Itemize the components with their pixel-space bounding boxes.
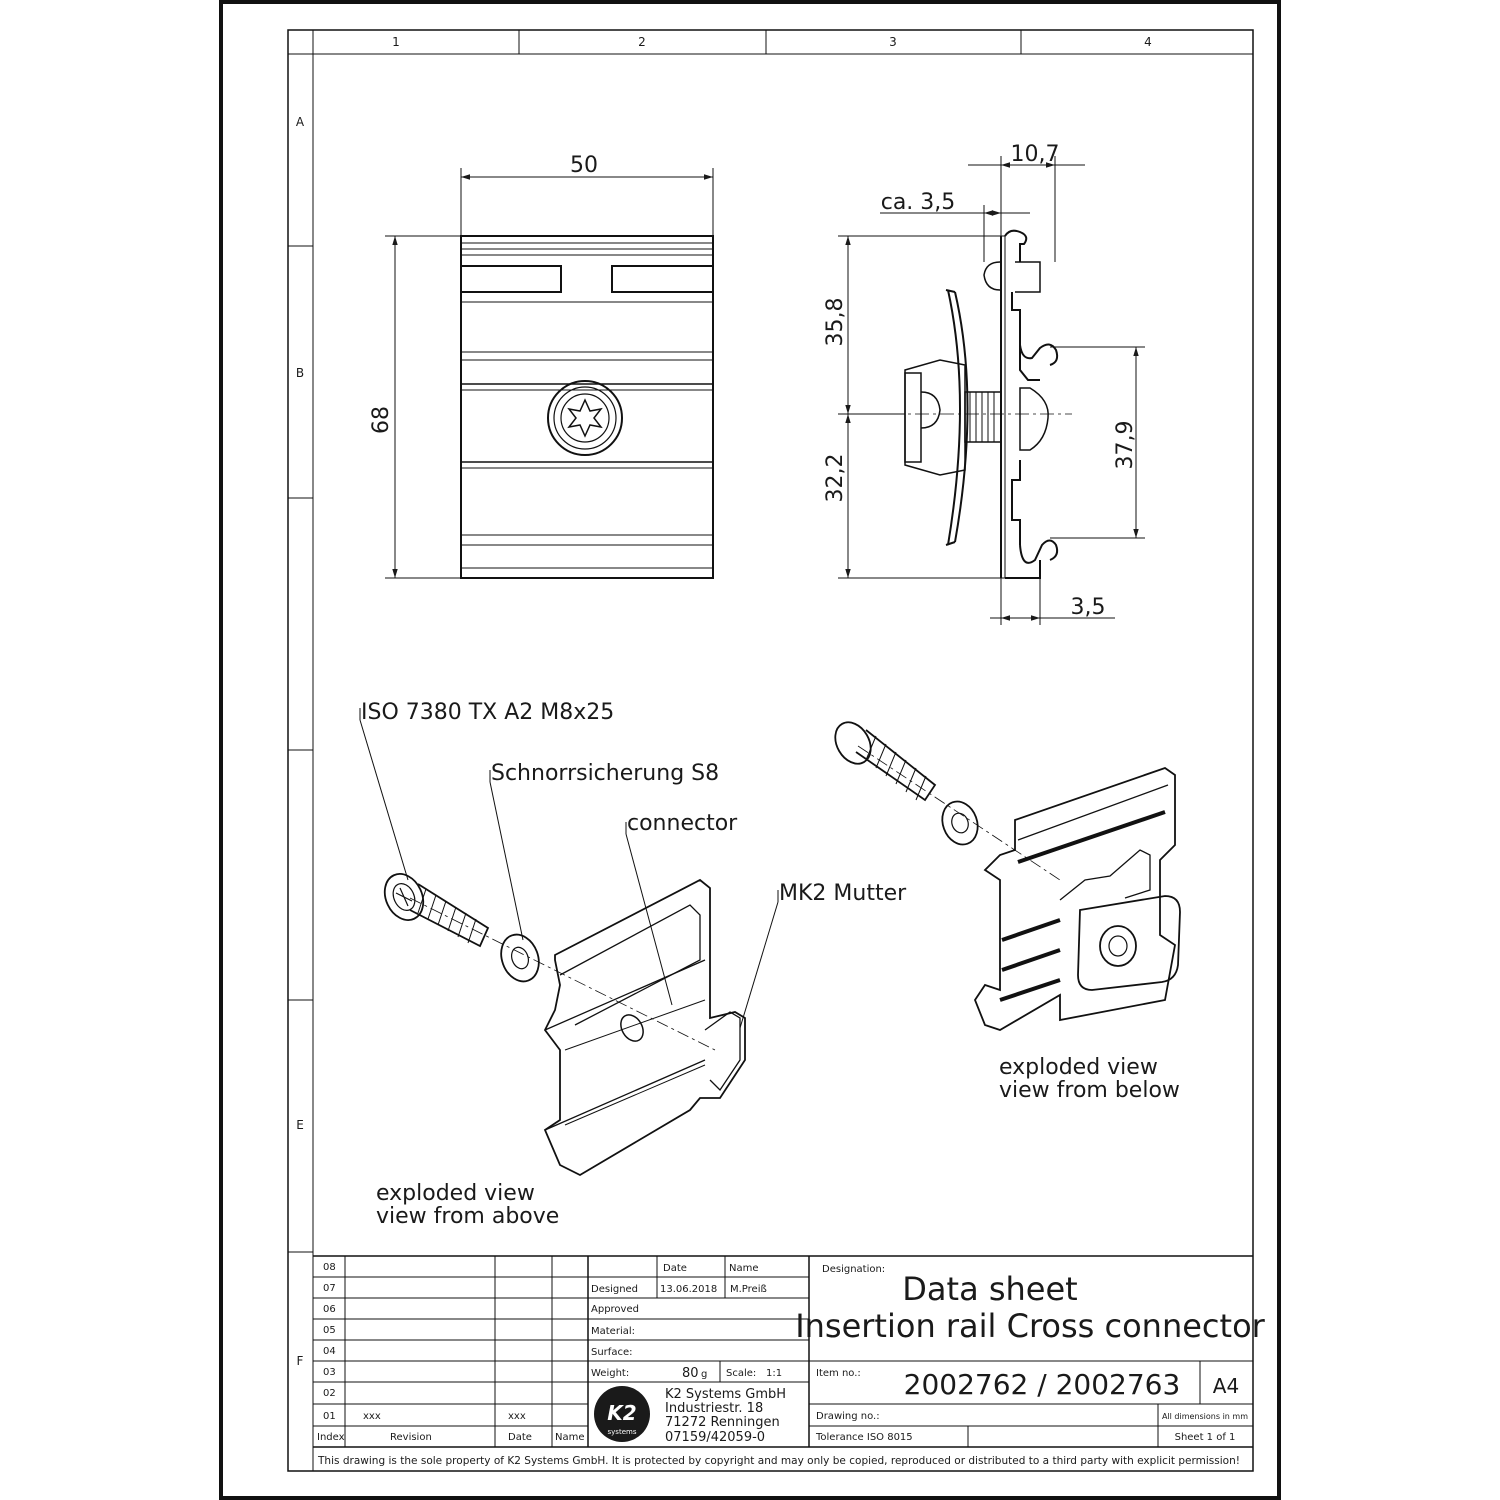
designed-date: 13.06.2018 — [660, 1284, 717, 1295]
header-name: Name — [555, 1432, 585, 1443]
drawing-border — [287, 29, 1254, 1472]
designation-label: Designation: — [822, 1264, 885, 1275]
weight-label: Weight: — [591, 1368, 629, 1379]
dim-side-3-5: 3,5 — [1071, 595, 1106, 620]
side-view — [890, 229, 1072, 579]
column-label: 2 — [638, 35, 646, 49]
item-label: Item no.: — [816, 1368, 861, 1379]
revision-01-date: xxx — [508, 1411, 526, 1422]
dim-side-35-8: 35,8 — [823, 298, 848, 347]
view-below-caption-1: exploded view — [999, 1055, 1158, 1080]
revision-index: 05 — [323, 1325, 336, 1336]
units-note: All dimensions in mm — [1162, 1412, 1248, 1421]
revision-01-text: xxx — [363, 1411, 381, 1422]
column-zones: 1 2 3 4 — [392, 30, 1152, 54]
paper-format: A4 — [1213, 1374, 1239, 1398]
dim-side-32-2: 32,2 — [823, 454, 848, 503]
dim-side-10-7: 10,7 — [1011, 142, 1060, 167]
approval-col-name: Name — [729, 1263, 759, 1274]
row-label: B — [296, 366, 304, 380]
tolerance-note: Tolerance ISO 8015 — [815, 1432, 913, 1443]
scale-value: 1:1 — [766, 1368, 782, 1379]
revision-index: 03 — [323, 1367, 336, 1378]
material-label: Material: — [591, 1326, 635, 1337]
copyright-footer: This drawing is the sole property of K2 … — [317, 1455, 1240, 1467]
dim-width-50: 50 — [570, 153, 598, 178]
outer-frame — [219, 0, 1281, 1500]
designation-subtitle: Insertion rail Cross connector — [795, 1307, 1265, 1345]
company-block: K2 systems K2 Systems GmbH Industriestr.… — [594, 1386, 786, 1445]
designed-label: Designed — [591, 1284, 638, 1295]
weight-value: 80 — [682, 1366, 699, 1381]
approved-label: Approved — [591, 1304, 639, 1315]
surface-label: Surface: — [591, 1347, 632, 1358]
callout-leaders — [359, 708, 779, 1029]
dim-height-68: 68 — [369, 406, 394, 434]
row-zones: A B F E — [288, 115, 313, 1368]
designed-name: M.Preiß — [730, 1284, 767, 1295]
column-label: 4 — [1144, 35, 1152, 49]
revision-index: 02 — [323, 1388, 336, 1399]
designation-title: Data sheet — [902, 1270, 1077, 1308]
column-label: 1 — [392, 35, 400, 49]
view-above-caption-1: exploded view — [376, 1181, 535, 1206]
item-number: 2002762 / 2002763 — [904, 1368, 1181, 1401]
approval-col-date: Date — [663, 1263, 687, 1274]
front-view-dimensions — [385, 168, 714, 579]
callout-washer: Schnorrsicherung S8 — [491, 761, 719, 786]
company-street: Industriestr. 18 — [665, 1401, 763, 1416]
approval-table: Date Name Designed 13.06.2018 M.Preiß Ap… — [591, 1263, 782, 1381]
revision-index: 01 — [323, 1411, 336, 1422]
header-index: Index — [317, 1432, 345, 1443]
company-phone: 07159/42059-0 — [665, 1430, 765, 1445]
revision-index: 07 — [323, 1283, 336, 1294]
title-block — [312, 1255, 1253, 1471]
revision-index: 04 — [323, 1346, 336, 1357]
column-label: 3 — [889, 35, 897, 49]
logo-subtext: systems — [608, 1428, 637, 1436]
header-revision: Revision — [390, 1432, 432, 1443]
scale-label: Scale: — [726, 1368, 756, 1379]
revision-table: 08 07 06 05 04 03 02 01 xxx xxx Index Re… — [317, 1262, 585, 1443]
row-label: A — [296, 115, 305, 129]
callout-connector: connector — [627, 811, 738, 836]
sheet-number: Sheet 1 of 1 — [1175, 1432, 1236, 1443]
dim-side-37-9: 37,9 — [1113, 421, 1138, 470]
company-name: K2 Systems GmbH — [665, 1387, 786, 1402]
row-label: F — [297, 1354, 304, 1368]
designation-block: Designation: Data sheet Insertion rail C… — [795, 1264, 1265, 1443]
exploded-view-above — [383, 873, 746, 1177]
company-city: 71272 Renningen — [665, 1415, 780, 1430]
k2-logo: K2 systems — [594, 1386, 650, 1442]
row-label: E — [296, 1118, 304, 1132]
exploded-view-below — [834, 721, 1181, 1031]
revision-index: 08 — [323, 1262, 336, 1273]
callout-screw: ISO 7380 TX A2 M8x25 — [361, 700, 614, 725]
front-view — [460, 235, 714, 579]
weight-unit: g — [701, 1369, 707, 1380]
side-view-dimensions — [838, 156, 1145, 625]
view-below-caption-2: view from below — [999, 1078, 1180, 1103]
dim-side-ca-3-5: ca. 3,5 — [881, 190, 956, 215]
view-above-caption-2: view from above — [376, 1204, 559, 1229]
callout-nut: MK2 Mutter — [779, 881, 907, 906]
drawing-no-label: Drawing no.: — [816, 1411, 880, 1422]
header-date: Date — [508, 1432, 532, 1443]
revision-index: 06 — [323, 1304, 336, 1315]
logo-text: K2 — [607, 1401, 636, 1425]
